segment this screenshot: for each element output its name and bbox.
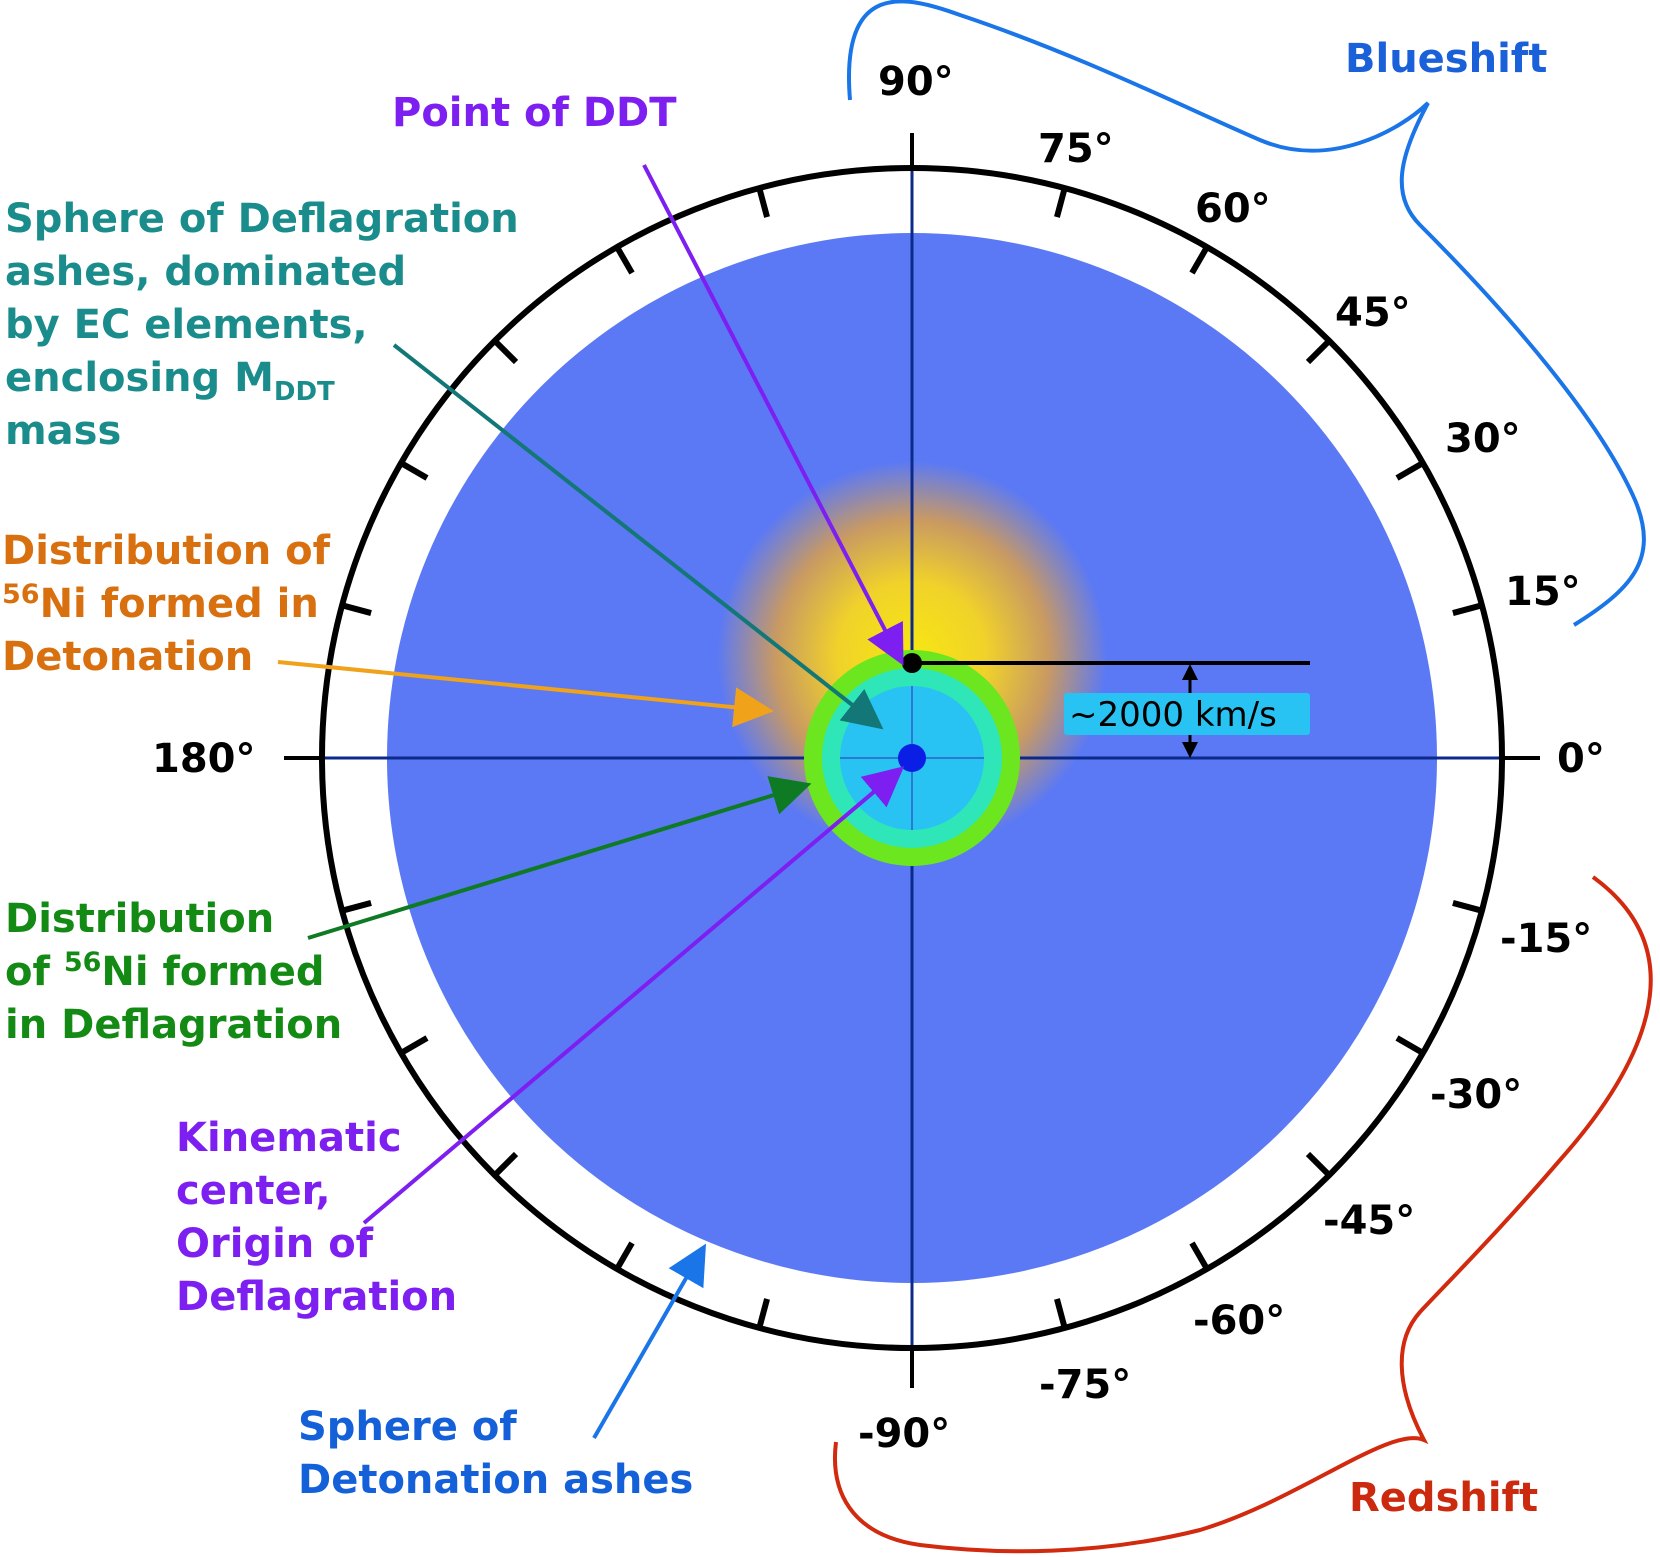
angle-tick: [1452, 602, 1481, 616]
angle-ticks: [343, 189, 1481, 1327]
ni56-detonation-line-1: Distribution of: [2, 528, 331, 574]
angle-label-minus45: -45°: [1323, 1198, 1415, 1244]
angle-tick: [1395, 461, 1423, 481]
angle-label-90: 90°: [878, 59, 954, 105]
redshift-brace: [833, 875, 1653, 1554]
kinematic-line-3: Origin of: [176, 1221, 374, 1267]
angle-label-minus15: -15°: [1500, 916, 1592, 962]
deflagration-ashes-line-1: Sphere of Deflagration: [5, 196, 519, 242]
angle-label-minus30: -30°: [1430, 1072, 1522, 1118]
velocity-label: ~2000 km/s: [1069, 695, 1277, 735]
angle-tick: [756, 189, 770, 218]
angle-tick: [1054, 1298, 1068, 1327]
angle-tick: [343, 602, 372, 616]
ddt-subscript: DDT: [274, 377, 335, 407]
velocity-label-bg: [1064, 693, 1310, 735]
angle-tick: [1189, 247, 1209, 275]
detonation-ashes-arrow: [592, 1243, 706, 1439]
ni56-deflagration-arrow: [307, 776, 812, 940]
angle-label-minus75: -75°: [1039, 1362, 1131, 1408]
angle-label-60: 60°: [1195, 186, 1271, 232]
angle-label-0: 0°: [1557, 736, 1605, 782]
detonation-ashes-line-2: Detonation ashes: [298, 1457, 693, 1503]
deflagration-ashes-line-4: enclosing MDDT: [5, 355, 335, 407]
detonation-ashes-line-1: Sphere of: [298, 1404, 517, 1450]
angle-tick: [494, 1151, 519, 1176]
angle-tick: [615, 1241, 635, 1269]
deflagration-ashes-arrow: [392, 343, 884, 730]
ni56-deflagration-line-1: Distribution: [5, 896, 274, 942]
blueshift-label: Blueshift: [1345, 36, 1547, 82]
ni56-deflagration-line-3: in Deflagration: [5, 1002, 342, 1048]
angle-label-15: 15°: [1505, 569, 1581, 615]
ddt-arrow: [642, 164, 904, 666]
kinematic-center-dot: [898, 744, 926, 772]
angle-label-180: 180°: [152, 736, 256, 782]
detonation-ashes-label: Sphere of Detonation ashes: [298, 1404, 693, 1503]
deflagration-ashes-label: Sphere of Deflagration ashes, dominated …: [5, 196, 519, 454]
angle-label-30: 30°: [1445, 416, 1521, 462]
ni56-deflagration-superscript: 56: [64, 947, 102, 978]
ni56-detonation-arrow: [277, 660, 774, 728]
angle-tick: [494, 340, 519, 365]
angle-label-75: 75°: [1038, 126, 1114, 172]
enclosing-m-text: enclosing M: [5, 355, 274, 401]
angle-tick: [401, 1035, 429, 1055]
deflagration-ashes-line-3: by EC elements,: [5, 302, 368, 348]
angle-tick: [1452, 900, 1481, 914]
kinematic-line-2: center,: [176, 1168, 331, 1214]
ddt-point: [902, 653, 922, 673]
angle-tick: [401, 461, 429, 481]
velocity-arrowhead-up: [1182, 664, 1198, 680]
blueshift-brace: [846, 0, 1646, 627]
angle-tick: [1189, 1241, 1209, 1269]
ni56-deflagration-line-2: of 56Ni formed: [5, 947, 325, 995]
ddt-label: Point of DDT: [392, 90, 677, 136]
deflagration-ashes-line-2: ashes, dominated: [5, 249, 406, 295]
velocity-arrowhead-down: [1182, 742, 1198, 758]
ni56-detonation-line-2: 56Ni formed in: [2, 579, 319, 627]
ni56-detonation-label: Distribution of 56Ni formed in Detonatio…: [2, 528, 331, 680]
angle-tick: [756, 1298, 770, 1327]
angle-tick: [1395, 1035, 1423, 1055]
kinematic-center-arrow: [362, 766, 905, 1225]
ni56-detonation-line-3: Detonation: [2, 634, 253, 680]
angle-tick: [615, 247, 635, 275]
kinematic-center-label: Kinematic center, Origin of Deflagration: [176, 1115, 457, 1320]
angle-tick: [343, 900, 372, 914]
redshift-label: Redshift: [1349, 1475, 1538, 1521]
ni56-deflagration-text: Ni formed: [101, 949, 324, 995]
angle-label-minus60: -60°: [1193, 1298, 1285, 1344]
ni56-deflagration-of: of: [5, 949, 64, 995]
deflagration-ashes-line-5: mass: [5, 408, 121, 454]
kinematic-line-1: Kinematic: [176, 1115, 402, 1161]
ni56-detonation-superscript: 56: [2, 579, 40, 610]
ni56-detonation-text: Ni formed in: [40, 581, 319, 627]
angle-tick: [1305, 340, 1330, 365]
angle-label-45: 45°: [1335, 290, 1411, 336]
angle-label-minus90: -90°: [858, 1411, 950, 1457]
angle-tick: [1305, 1151, 1330, 1176]
ni56-deflagration-label: Distribution of 56Ni formed in Deflagrat…: [5, 896, 342, 1048]
angle-tick: [1054, 189, 1068, 218]
kinematic-line-4: Deflagration: [176, 1274, 457, 1320]
